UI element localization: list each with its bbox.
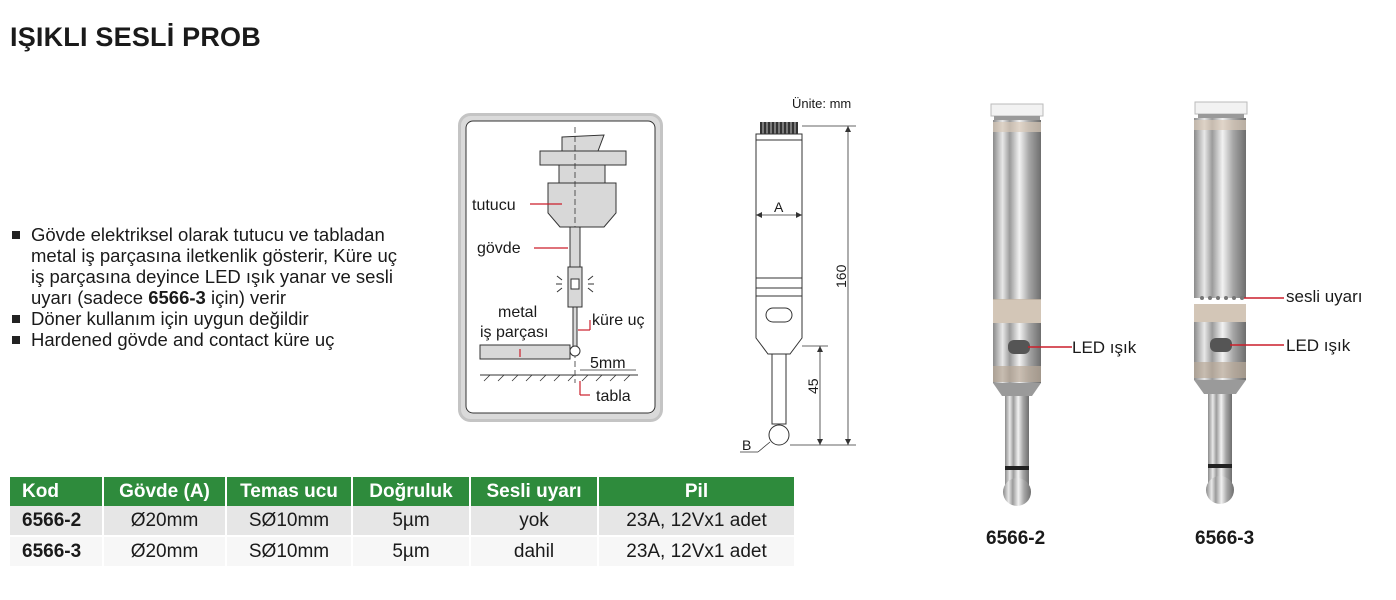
feature-item: Hardened gövde and contact küre uç [10, 329, 410, 350]
label-workpiece-1: metal [498, 304, 537, 321]
cell-tip: SØ10mm [226, 506, 353, 536]
cell-tip: SØ10mm [226, 535, 353, 566]
dimension-drawing: Ünite: mm A 160 45 B [740, 96, 856, 453]
cell-buzzer: yok [470, 506, 599, 536]
bullet-icon [12, 315, 20, 323]
col-header-tip: Temas ucu [226, 477, 353, 506]
cell-accuracy: 5µm [352, 535, 471, 566]
buzzer-label-6566-3: sesli uyarı [1286, 287, 1363, 306]
product-image-6566-3: sesli uyarı LED ışık [1194, 101, 1363, 504]
cell-code: 6566-3 [10, 535, 104, 566]
bullet-icon [12, 231, 20, 239]
label-body: gövde [477, 240, 521, 257]
label-45: 45 [805, 378, 821, 394]
table-row: 6566-2 Ø20mm SØ10mm 5µm yok 23A, 12Vx1 a… [10, 506, 796, 536]
usage-diagram: tutucu gövde metal iş parçası küre uç 5m… [458, 113, 663, 422]
feature-list: Gövde elektriksel olarak tutucu ve tabla… [10, 224, 410, 350]
product-image-6566-2: LED ışık [990, 103, 1137, 506]
label-distance: 5mm [590, 355, 626, 372]
led-label-6566-2: LED ışık [1072, 338, 1137, 357]
label-holder: tutucu [472, 197, 516, 214]
col-header-body: Gövde (A) [103, 477, 227, 506]
label-160: 160 [833, 264, 849, 288]
cell-body: Ø20mm [103, 535, 227, 566]
label-b: B [742, 437, 751, 453]
feature-item: Gövde elektriksel olarak tutucu ve tabla… [10, 224, 410, 308]
spec-table: Kod Gövde (A) Temas ucu Doğruluk Sesli u… [10, 477, 796, 566]
unit-note: Ünite: mm [792, 96, 851, 111]
table-header-row: Kod Gövde (A) Temas ucu Doğruluk Sesli u… [10, 477, 796, 506]
col-header-code: Kod [10, 477, 104, 506]
cell-buzzer: dahil [470, 535, 599, 566]
label-table: tabla [596, 388, 631, 405]
label-a: A [774, 199, 784, 215]
cell-accuracy: 5µm [352, 506, 471, 536]
table-row: 6566-3 Ø20mm SØ10mm 5µm dahil 23A, 12Vx1… [10, 535, 796, 566]
cell-battery: 23A, 12Vx1 adet [598, 506, 796, 536]
col-header-battery: Pil [598, 477, 796, 506]
page-title: IŞIKLI SESLİ PROB [10, 22, 261, 52]
product-code-6566-2: 6566-2 [986, 528, 1046, 549]
col-header-buzzer: Sesli uyarı [470, 477, 599, 506]
bullet-icon [12, 336, 20, 344]
col-header-accuracy: Doğruluk [352, 477, 471, 506]
product-code-6566-3: 6566-3 [1195, 528, 1255, 549]
cell-body: Ø20mm [103, 506, 227, 536]
feature-item: Döner kullanım için uygun değildir [10, 308, 410, 329]
cell-code: 6566-2 [10, 506, 104, 536]
label-workpiece-2: iş parçası [480, 324, 548, 341]
led-label-6566-3: LED ışık [1286, 336, 1351, 355]
label-ball-tip: küre uç [592, 312, 644, 329]
cell-battery: 23A, 12Vx1 adet [598, 535, 796, 566]
